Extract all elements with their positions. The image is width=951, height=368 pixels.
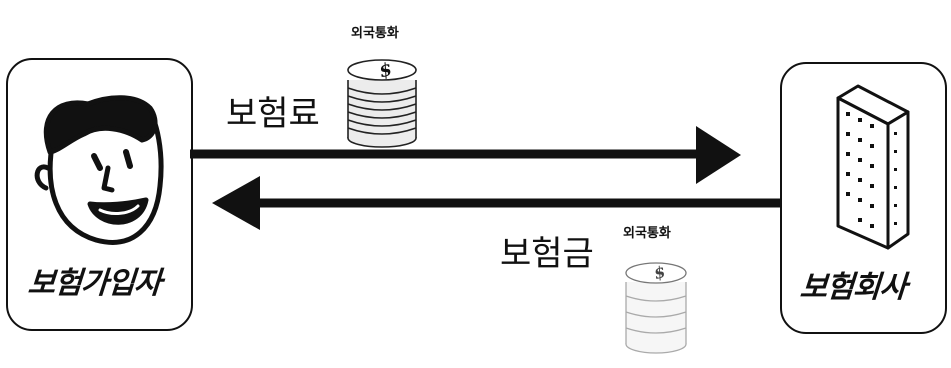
premium-currency-label: 외국통화 (351, 26, 399, 41)
insurer-label: 보험회사 (798, 270, 908, 305)
coin-stack-icon (347, 59, 417, 148)
man-face-icon (34, 95, 164, 245)
policyholder-label: 보험가입자 (26, 266, 162, 301)
coin-stack-icon (625, 262, 687, 354)
coin-mark-bottom: $ (652, 262, 668, 283)
claim-currency-label: 외국통화 (623, 226, 671, 241)
premium-label: 보험료 (226, 94, 320, 134)
premium-arrow (190, 126, 741, 184)
coin-mark-top: $ (377, 59, 395, 83)
office-building-icon (836, 84, 910, 250)
claim-label: 보험금 (500, 234, 594, 274)
claim-arrow (212, 176, 782, 230)
